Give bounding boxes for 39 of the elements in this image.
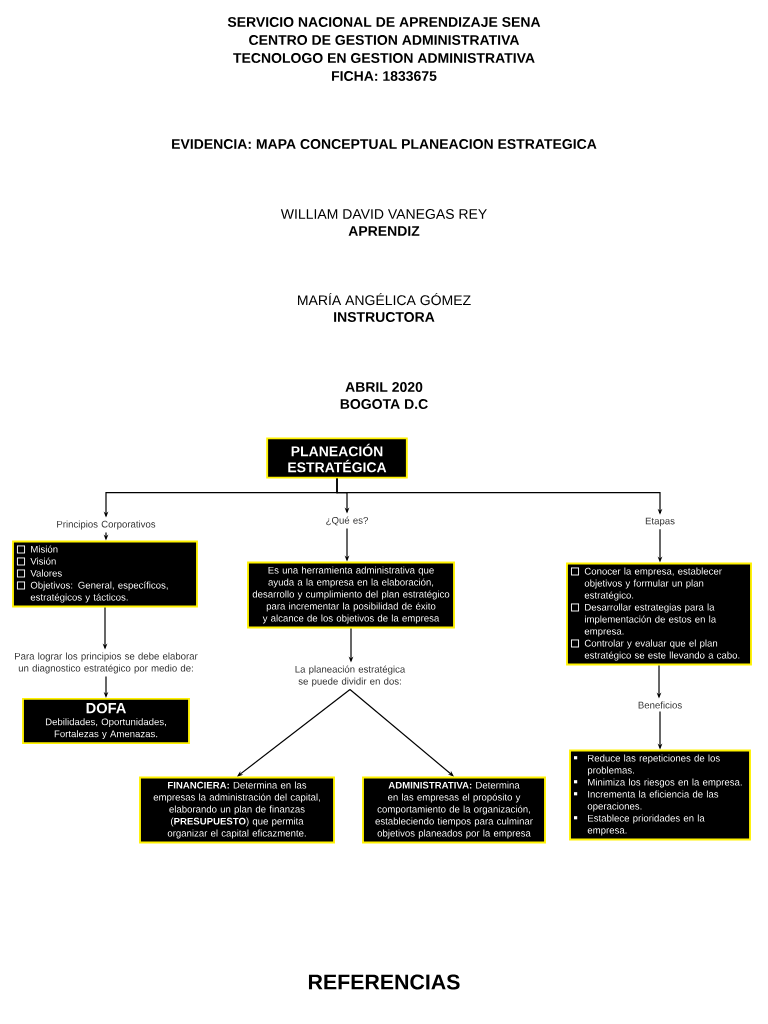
date-line: ABRIL 2020 <box>345 382 423 392</box>
author-name: WILLIAM DAVID VANEGAS REY <box>280 209 487 219</box>
list-item: Objetivos: General, específicos, estratégicos y tácticos. <box>16 581 168 603</box>
section-heading: REFERENCIAS <box>308 974 460 990</box>
header-line: CENTRO DE GESTION ADMINISTRATIVA <box>249 35 520 45</box>
list-item: Desarrollar estrategias para la implementación de estos en la empresa. <box>570 603 717 637</box>
list-item: Controlar y evaluar que el plan estratégico se este llevando a cabo. <box>570 639 740 661</box>
concept-text: La planeación estratégica se puede dividir en dos: <box>295 665 406 687</box>
list-box <box>569 749 751 841</box>
concept-text: Principios Corporativos <box>57 520 156 530</box>
concept-text: ¿Qué es? <box>326 516 368 526</box>
role-label: APRENDIZ <box>348 226 420 236</box>
date-line: BOGOTA D.C <box>340 399 428 409</box>
concept-box: DOFA Debilidades, Oportunidades, Fortalezas y Amenazas. <box>22 697 190 745</box>
role-label: INSTRUCTORA <box>334 312 435 322</box>
list-item: Misión <box>16 545 58 554</box>
header-line: TECNOLOGO EN GESTION ADMINISTRATIVA <box>233 53 535 63</box>
author-name: MARÍA ANGÉLICA GÓMEZ <box>298 292 471 306</box>
list-item: Reduce las repeticiones de los problemas. <box>574 754 720 776</box>
list-box <box>12 540 198 608</box>
concept-text: Para lograr los principios se debe elaborar un diagnostico estratégico por medio de: <box>15 652 198 674</box>
title-box: PLANEACIÓN ESTRATÉGICA <box>266 437 408 479</box>
concept-box: ADMINISTRATIVA: Determina en las empresas el propósito y comportamiento de la organización, estableciendo tiempos para culminar objetivos planeados por la empresa <box>362 776 546 844</box>
list-item: Visión <box>16 557 56 566</box>
header-line: FICHA: 1833675 <box>332 71 437 81</box>
list-item: Minimiza los riesgos en la empresa. <box>574 778 742 788</box>
concept-box: Es una herramienta administrativa que ayuda a la empresa en la elaboración, desarrollo y cumplimiento del plan estratégico para incrementar la posibilidad de éxito y alcance de los objetivos de la empresa <box>247 561 455 629</box>
concept-text: Beneficios <box>638 701 682 709</box>
list-item: Incrementa la eficiencia de las operaciones. <box>574 790 719 812</box>
arrow <box>237 688 351 777</box>
list-item: Conocer la empresa, establecer objetivos y formular un plan estratégico. <box>570 567 722 601</box>
list-box <box>566 562 752 666</box>
concept-text: Etapas <box>645 517 675 527</box>
document-title: EVIDENCIA: MAPA CONCEPTUAL PLANEACION ESTRATEGICA <box>172 139 597 149</box>
arrow <box>349 688 454 777</box>
list-item: Valores <box>16 569 62 578</box>
list-item: Establece prioridades en la empresa. <box>574 814 705 836</box>
header-line: SERVICIO NACIONAL DE APRENDIZAJE SENA <box>227 17 541 27</box>
concept-box: FINANCIERA: Determina en las empresas la administración del capital, elaborando un plan de finanzas (PRESUPUESTO) que permita organizar el capital eficazmente. <box>139 776 335 844</box>
